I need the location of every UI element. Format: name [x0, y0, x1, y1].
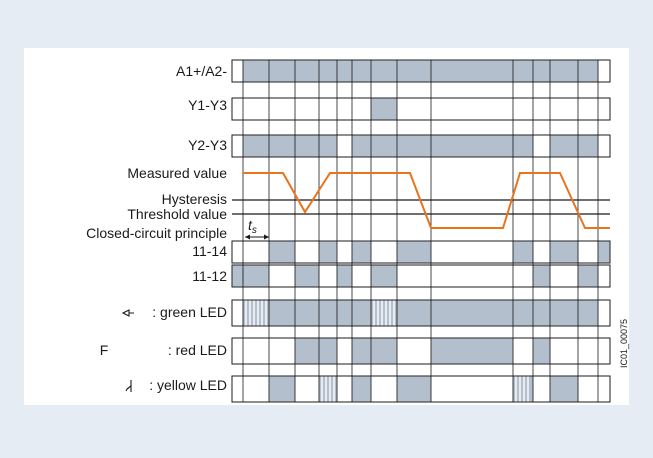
row-y2y3-level-2: [351, 134, 534, 158]
row-yellow-led-flashing-5: [515, 376, 529, 402]
row-yellow-led-level-6: [549, 375, 579, 403]
row-y2y3-outline: [231, 134, 611, 158]
row-11-12-level-3: [294, 264, 320, 288]
row-red-led-level-4: [532, 337, 551, 365]
row-11-14: [231, 240, 611, 264]
row-11-12-level-1: [231, 264, 244, 288]
measured-value-curve: [243, 172, 610, 229]
label-closed-circuit: Closed-circuit principle: [86, 225, 227, 241]
row-a1a2-level-1: [242, 59, 599, 83]
row-a1a2-outline: [231, 59, 611, 83]
row-y1y3: [231, 97, 611, 121]
label-y2y3: Y2-Y3: [188, 137, 227, 153]
row-yellow-led: [231, 375, 611, 403]
row-y1y3-level-1: [370, 97, 398, 121]
ts-arrow-right-head: [264, 234, 269, 240]
row-11-12-level-5: [370, 264, 398, 288]
signal-rows: [231, 59, 611, 403]
row-red-led-level-2: [351, 337, 398, 365]
ts-arrow-left-head: [245, 234, 250, 240]
ts-label: ts: [248, 217, 257, 236]
row-red-led-frame: [231, 337, 611, 365]
row-green-led-flashing-3: [373, 300, 395, 326]
row-red-led-level-1: [294, 337, 338, 365]
row-11-14-level-2: [318, 240, 338, 264]
row-11-14-level-1: [268, 240, 296, 264]
label-measured-value: Measured value: [127, 165, 227, 181]
row-11-12-level-4: [336, 264, 353, 288]
label-contact-11-12: 11-12: [192, 268, 227, 284]
ts-sub: s: [252, 225, 257, 236]
ts-annotation: ts: [245, 217, 269, 240]
label-a1a2: A1+/A2-: [176, 63, 227, 79]
row-y1y3-frame: [231, 97, 611, 121]
relay-contact-icon: [125, 380, 132, 392]
ts-main: t: [248, 217, 253, 233]
row-y2y3-level-1: [242, 134, 338, 158]
row-green-led-outline: [231, 299, 611, 327]
row-green-led-level-1: [242, 299, 270, 327]
row-11-14-outline: [231, 240, 611, 264]
row-y2y3-level-3: [549, 134, 599, 158]
row-yellow-led-level-4: [396, 375, 432, 403]
row-11-12-level-2: [242, 264, 270, 288]
row-11-14-level-7: [597, 240, 611, 264]
row-yellow-led-level-3: [351, 375, 372, 403]
row-yellow-led-level-1: [268, 375, 296, 403]
row-11-14-level-5: [512, 240, 534, 264]
label-green-led: : green LED: [152, 304, 227, 320]
label-contact-11-14: 11-14: [192, 243, 227, 259]
row-a1a2: [231, 59, 611, 83]
row-11-14-level-6: [549, 240, 579, 264]
row-green-led-level-4: [396, 299, 599, 327]
row-yellow-led-flashing-2: [321, 376, 335, 402]
power-plug-icon: [121, 309, 134, 317]
label-red-led: : red LED: [168, 342, 227, 358]
row-y2y3: [231, 134, 611, 158]
time-guides: [242, 60, 599, 402]
row-11-14-level-3: [351, 240, 372, 264]
row-11-12: [231, 264, 611, 288]
row-green-led-level-2: [268, 299, 372, 327]
measured-value-line: [243, 172, 610, 229]
figure-id: IC01_00075: [619, 319, 629, 368]
row-red-led-level-3: [430, 337, 514, 365]
label-y1y3: Y1-Y3: [188, 97, 227, 113]
row-11-12-level-6: [532, 264, 551, 288]
row-red-led: [231, 337, 611, 365]
row-11-12-level-7: [577, 264, 599, 288]
label-yellow-led: : yellow LED: [149, 377, 227, 393]
label-hysteresis: Hysteresis: [162, 191, 227, 207]
label-threshold-value: Threshold value: [127, 206, 227, 222]
row-green-led: [231, 299, 611, 327]
row-11-14-level-4: [396, 240, 432, 264]
row-11-12-outline: [231, 264, 611, 288]
row-red-led-outline: [231, 337, 611, 365]
label-red-led-prefix: F: [100, 342, 109, 358]
row-11-12-frame: [231, 264, 611, 288]
row-y1y3-outline: [231, 97, 611, 121]
row-yellow-led-outline: [231, 375, 611, 403]
row-green-led-level-3: [370, 299, 398, 327]
row-green-led-flashing-1: [245, 300, 267, 326]
